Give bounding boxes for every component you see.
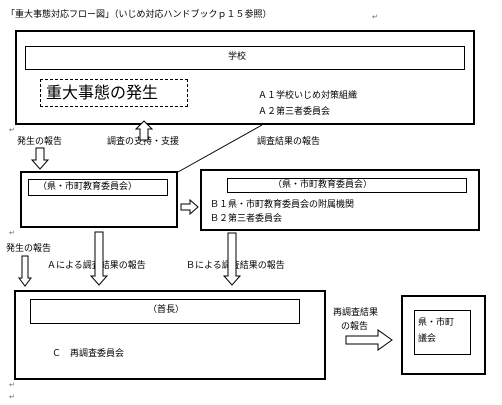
arrow-report-a-down <box>89 231 109 286</box>
label-investigation-support: 調査の支持・支援 <box>107 137 180 147</box>
reinvestigation-committee: Ｃ 再調査委員会 <box>52 349 125 359</box>
school-org-1: Ａ１学校いじめ対策組織 <box>258 91 358 101</box>
serious-incident-box <box>40 79 188 107</box>
label-reinvestigation-line1: 再調査結果 <box>333 308 379 318</box>
council-label-2: 議会 <box>418 334 437 344</box>
council-inner-box <box>414 310 471 355</box>
label-report-results: 調査結果の報告 <box>257 137 321 147</box>
arrow-reinvestigation-right <box>345 329 393 351</box>
arrow-occurrence-down <box>30 147 50 170</box>
chief-label-box <box>30 299 300 324</box>
chief-label: （首長） <box>148 305 185 315</box>
paragraph-mark: ↵ <box>9 393 15 401</box>
school-label-box <box>25 46 465 70</box>
paragraph-mark: ↵ <box>9 229 15 237</box>
board-label-box <box>28 179 168 196</box>
label-reinvestigation-line2: の報告 <box>341 322 369 332</box>
school-org-2: Ａ２第三者委員会 <box>258 107 331 117</box>
paragraph-mark: ↵ <box>372 13 378 21</box>
serious-incident-label: 重大事態の発生 <box>46 83 159 102</box>
line-results-report <box>177 124 263 173</box>
council-label-1: 県・市町 <box>418 318 455 328</box>
page-title: 「重大事態対応フロー図」（いじめ対応ハンドブックｐ１５参照） <box>6 10 272 20</box>
paragraph-mark: ↵ <box>9 381 15 389</box>
affiliated-item-1: Ｂ１県・市町教育委員会の附属機関 <box>210 200 355 210</box>
school-box <box>15 30 475 125</box>
affiliated-item-2: Ｂ２第三者委員会 <box>210 214 283 224</box>
board-right-label-box <box>227 178 467 193</box>
arrow-report-b-down <box>222 232 242 286</box>
board-label: （県・市町教育委員会） <box>38 182 138 192</box>
arrow-board-to-affiliated <box>180 198 199 216</box>
label-report-occurrence: 発生の報告 <box>17 137 63 147</box>
label-report-occurrence-2: 発生の報告 <box>6 244 52 254</box>
arrow-support-up <box>134 120 154 141</box>
arrow-occurrence-down-2 <box>18 255 32 287</box>
board-right-label: （県・市町教育委員会） <box>273 180 373 190</box>
school-label: 学校 <box>228 52 247 62</box>
paragraph-mark: ↵ <box>9 126 15 134</box>
